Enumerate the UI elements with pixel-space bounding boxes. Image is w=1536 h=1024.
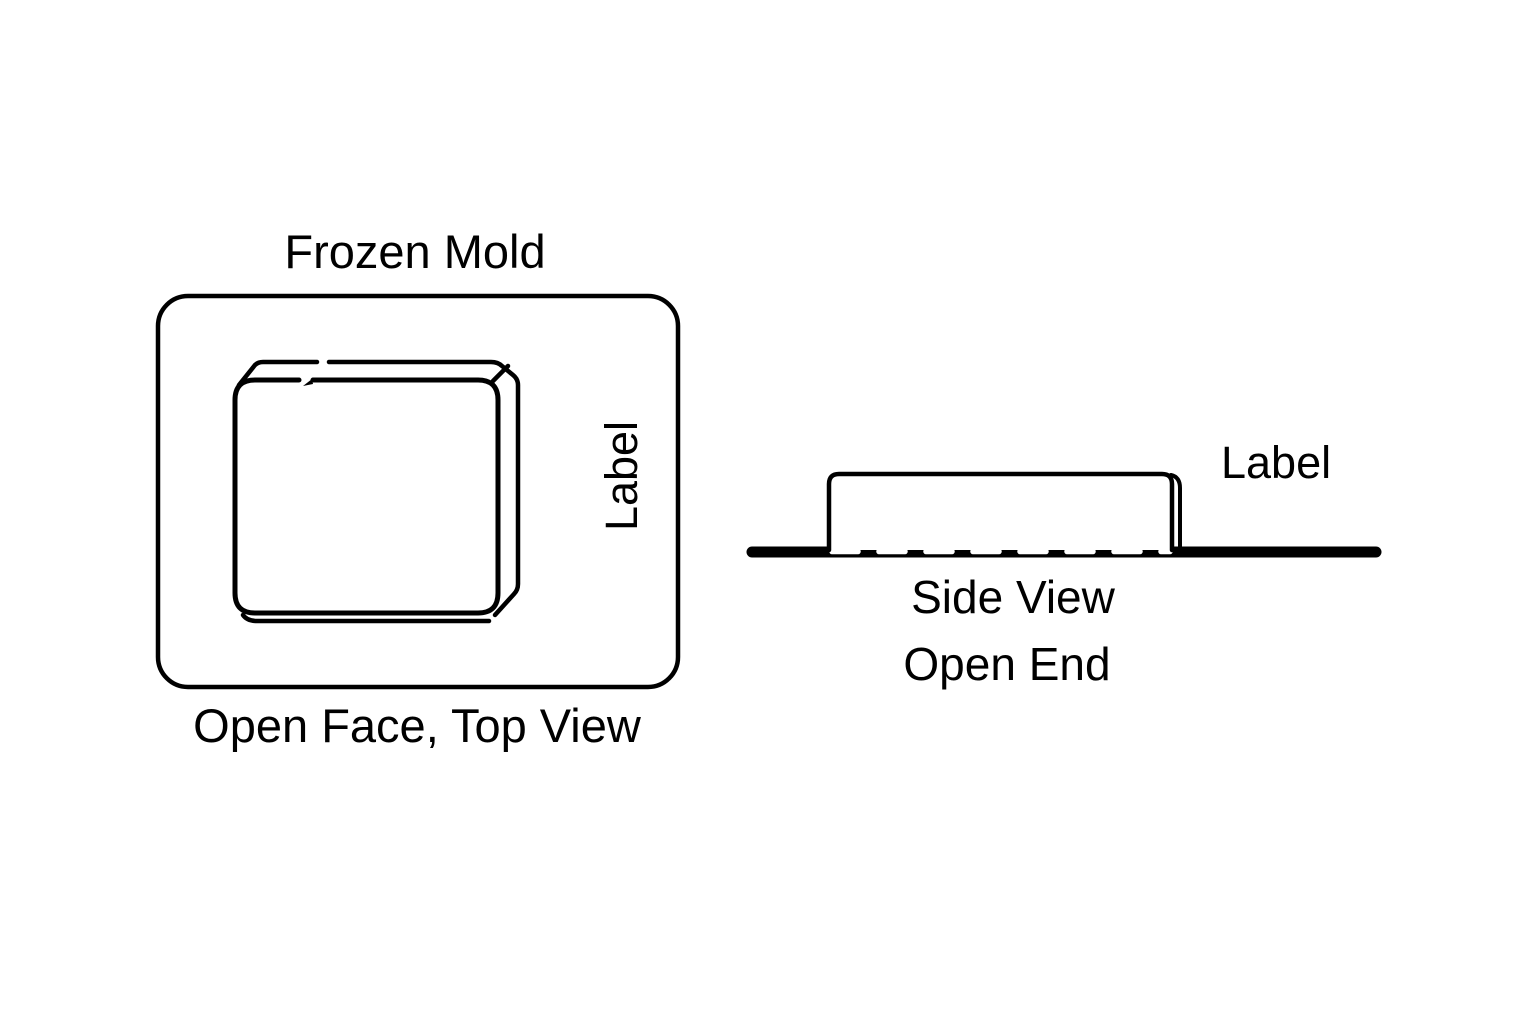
side-view-caption: Side View (911, 571, 1115, 623)
slab-edge-tick (303, 379, 313, 386)
slab-corner-chamfer (490, 363, 511, 384)
open-face-top-view-caption: Open Face, Top View (193, 699, 641, 752)
slab-top-right-edge (326, 359, 521, 618)
slab-bottom-edge (240, 612, 492, 624)
label-end-line (1169, 473, 1182, 552)
mold-label-vertical-box: Label (555, 400, 690, 552)
mold-side-profile (826, 471, 1175, 553)
frozen-mold-title: Frozen Mold (284, 225, 546, 278)
mold-label-vertical: Label (596, 420, 648, 532)
frozen-slab-face (232, 377, 501, 616)
slab-top-edge-left (236, 359, 320, 388)
side-view-label: Label (1221, 437, 1332, 488)
open-end-caption: Open End (903, 638, 1111, 690)
